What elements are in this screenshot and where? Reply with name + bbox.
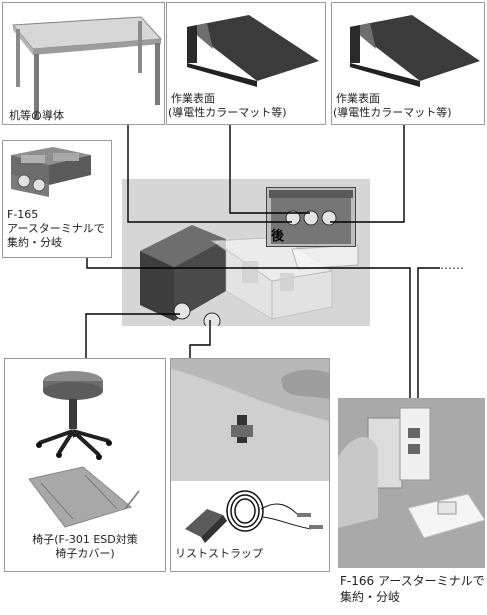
back-label: 後 — [271, 229, 285, 244]
conductive-mat-illustration — [187, 15, 319, 87]
f165-label-line3: 集約・分岐 — [7, 236, 62, 249]
desk-illustration — [11, 16, 163, 120]
chair-cover-illustration — [28, 466, 140, 528]
wrist-strap-coil-illustration — [185, 490, 323, 543]
f166-label-line1: F-166 アースターミナルで — [340, 574, 485, 588]
panel-desk: 机等の導体 — [2, 2, 165, 125]
mat-1-label-line1: 作業表面 — [171, 92, 215, 105]
f165-label-line2: アースターミナルで — [7, 222, 105, 235]
f165-label-line1: F-165 — [7, 208, 39, 221]
panel-wrist-strap: リストストラップ — [170, 358, 330, 572]
panel-f165: F-165 アースターミナルで 集約・分岐 — [2, 140, 112, 258]
panel-mat-2: 作業表面 (導電性カラーマット等) — [331, 2, 485, 125]
back-view-inset: 後 — [266, 187, 356, 247]
wrist-strap-label: リストストラップ — [175, 547, 263, 560]
mat-2-label-line1: 作業表面 — [336, 92, 380, 105]
panel-mat-1: 作業表面 (導電性カラーマット等) — [166, 2, 326, 125]
mat-1-label-line2: (導電性カラーマット等) — [168, 106, 287, 119]
f165-terminal-illustration — [11, 147, 91, 197]
f166-label-line2: 集約・分岐 — [340, 590, 401, 604]
desk-label: 机等の導体 — [9, 109, 64, 122]
mat-2-label-line2: (導電性カラーマット等) — [333, 106, 452, 119]
chair-label-line2: 椅子カバー) — [55, 547, 115, 560]
panel-f166 — [338, 398, 485, 568]
continuation-dots: …… — [440, 258, 464, 272]
conductive-mat-illustration — [350, 15, 480, 87]
panel-chair: 椅子(F-301 ESD対策 椅子カバー) — [4, 358, 166, 572]
chair-label-line1: 椅子(F-301 ESD対策 — [32, 533, 138, 546]
f166-photo — [338, 398, 485, 568]
wire-continuation — [417, 267, 440, 398]
